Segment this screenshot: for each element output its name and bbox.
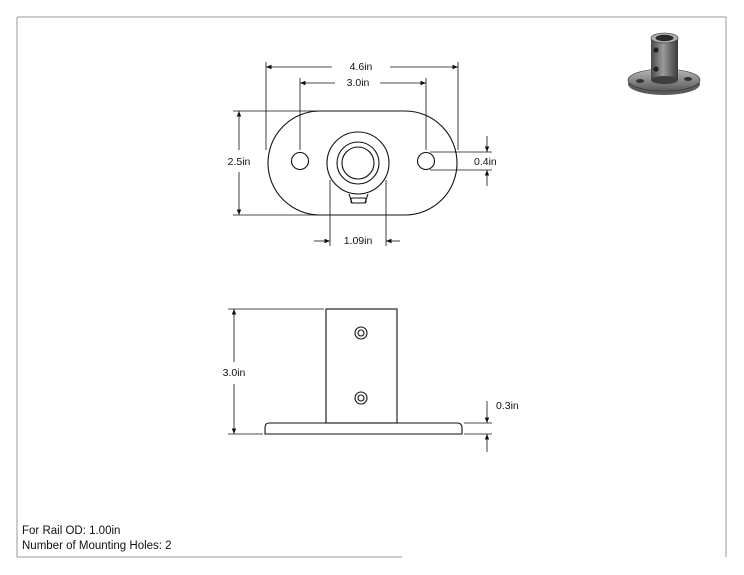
isometric-part-thumbnail — [627, 32, 701, 95]
set-screw-head — [350, 197, 367, 204]
socket-outer — [326, 131, 390, 195]
dim-base-height: 2.5in — [228, 156, 251, 168]
dim-overall-height: 3.0in — [223, 367, 246, 379]
mounting-hole-left — [290, 151, 310, 171]
sheet-border — [16, 16, 727, 558]
dim-overall-width: 4.6in — [350, 61, 373, 73]
side-dimensions — [228, 308, 492, 452]
dim-hole-spacing: 3.0in — [347, 77, 370, 89]
side-screw-top — [354, 326, 368, 340]
side-screw-bottom — [354, 391, 368, 405]
base-plate-outline — [267, 110, 458, 216]
mounting-hole-right — [416, 151, 436, 171]
side-dimension-labels: 3.0in 0.3in — [223, 367, 519, 412]
socket-mid — [336, 141, 380, 185]
top-view — [267, 110, 458, 216]
side-screw-top-inner — [357, 329, 365, 337]
tube-outline — [325, 308, 398, 424]
mounting-holes-note: Number of Mounting Holes: 2 — [22, 540, 172, 552]
side-base-plate — [264, 422, 463, 435]
top-dimensions — [233, 62, 492, 246]
dim-hole-diameter: 0.4in — [474, 156, 497, 168]
top-dimension-labels: 4.6in 3.0in 2.5in 0.4in 1.09in — [228, 61, 497, 247]
side-view — [264, 308, 463, 435]
rail-od-note: For Rail OD: 1.00in — [22, 525, 121, 537]
side-screw-bottom-inner — [357, 394, 365, 402]
socket-inner — [341, 146, 375, 180]
dim-socket-width: 1.09in — [344, 235, 373, 247]
dim-base-thickness: 0.3in — [496, 400, 519, 412]
